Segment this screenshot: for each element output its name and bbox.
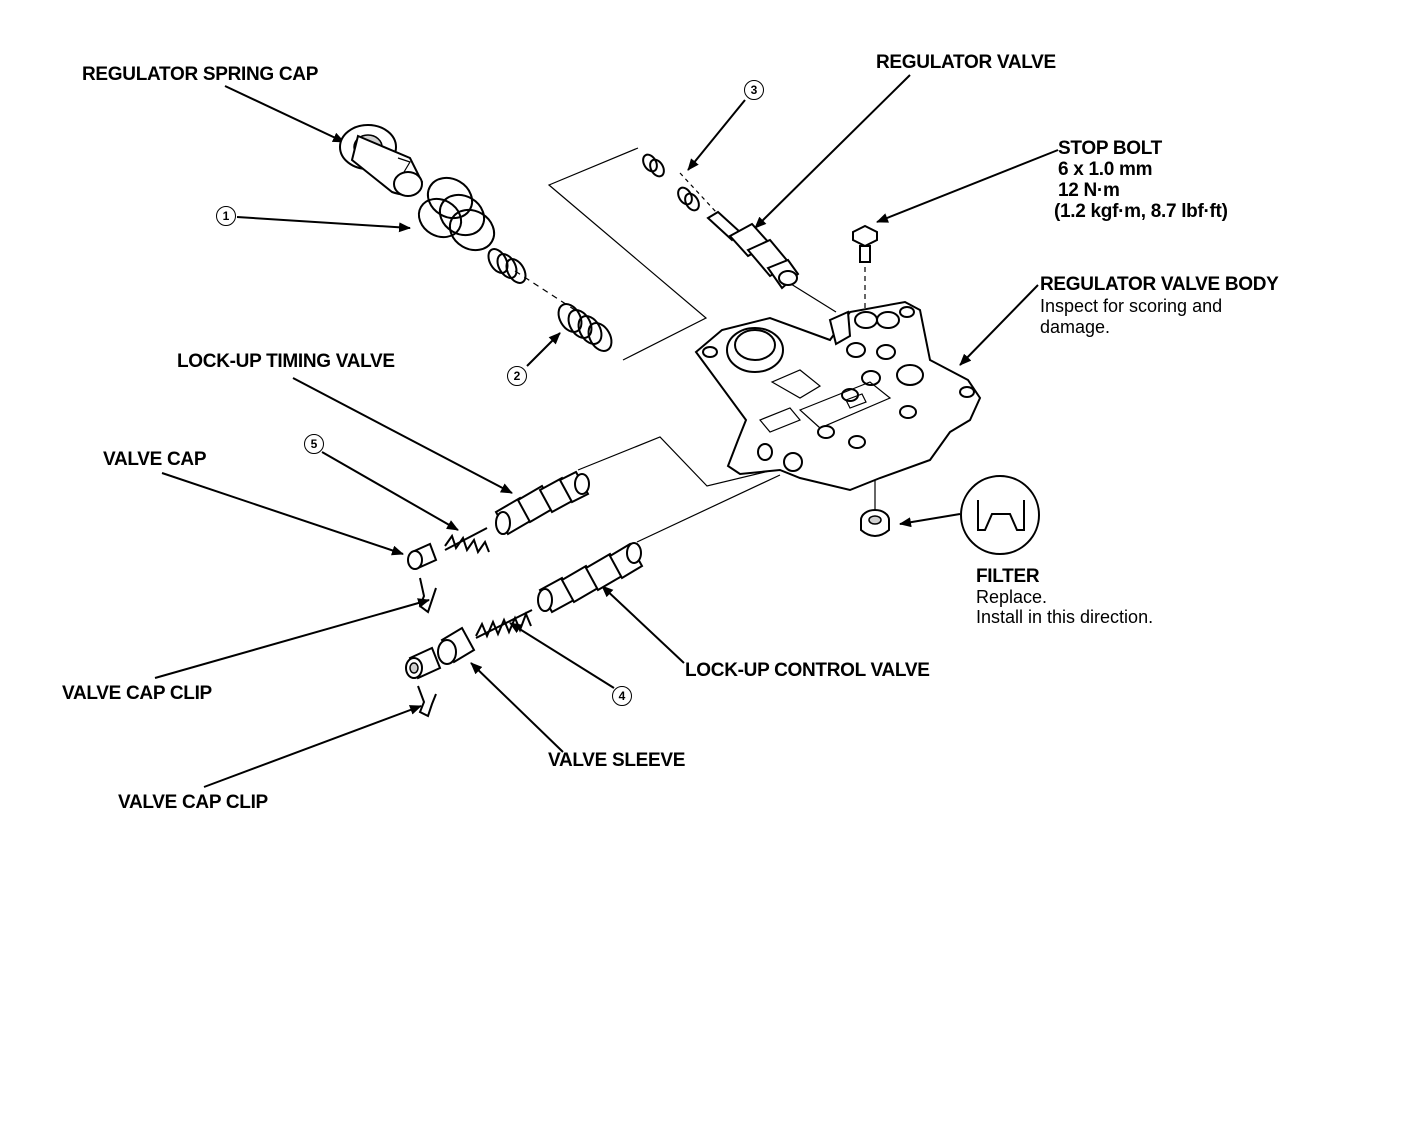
note-filter-2: Install in this direction.: [976, 607, 1154, 627]
stop-bolt: [852, 224, 878, 263]
label-valve-cap: VALVE CAP: [103, 449, 207, 470]
regulator-spring-cap: [339, 124, 424, 197]
callout-1: 1: [216, 206, 236, 226]
leader-lines: [154, 74, 1059, 788]
callout-5: 5: [304, 434, 324, 454]
label-lockup-control-valve: LOCK-UP CONTROL VALVE: [685, 660, 930, 681]
label-filter: FILTER: [976, 566, 1040, 587]
label-stop-bolt-torque-alt: (1.2 kgf·m, 8.7 lbf·ft): [1054, 201, 1228, 222]
note-filter-1: Replace.: [976, 587, 1048, 607]
regulator-valve-body: [694, 300, 982, 492]
filter-direction-detail: [960, 475, 1040, 555]
spring-2: [487, 248, 613, 352]
alignment-lines: [514, 147, 876, 543]
note-regulator-valve-body-2: damage.: [1040, 317, 1111, 337]
callout-4: 4: [612, 686, 632, 706]
label-regulator-valve-body: REGULATOR VALVE BODY: [1040, 274, 1279, 295]
valve-cap: [407, 542, 438, 570]
valve-cap-clip: [418, 577, 437, 614]
note-regulator-valve-body-1: Inspect for scoring and: [1040, 296, 1223, 316]
spring-4: [475, 609, 533, 639]
lockup-control-valve: [537, 542, 644, 614]
callout-2: 2: [507, 366, 527, 386]
spring-3: [642, 153, 700, 212]
label-regulator-valve: REGULATOR VALVE: [876, 52, 1056, 73]
lockup-timing-valve: [494, 470, 590, 536]
spring-5: [444, 527, 490, 555]
label-valve-sleeve: VALVE SLEEVE: [548, 750, 686, 771]
spring-1: [417, 176, 496, 252]
label-lockup-timing-valve: LOCK-UP TIMING VALVE: [177, 351, 395, 372]
callout-3: 3: [744, 80, 764, 100]
label-valve-cap-clip-2: VALVE CAP CLIP: [118, 792, 268, 813]
valve-sleeve: [437, 626, 476, 665]
label-stop-bolt: STOP BOLT: [1058, 138, 1162, 159]
label-valve-cap-clip-1: VALVE CAP CLIP: [62, 683, 212, 704]
regulator-valve: [706, 210, 800, 290]
label-regulator-spring-cap: REGULATOR SPRING CAP: [82, 64, 319, 85]
valve-cap-2: [405, 646, 442, 680]
label-stop-bolt-torque: 12 N·m: [1058, 180, 1120, 201]
filter: [860, 509, 890, 537]
valve-cap-clip-2: [417, 685, 437, 718]
label-stop-bolt-size: 6 x 1.0 mm: [1058, 159, 1153, 180]
